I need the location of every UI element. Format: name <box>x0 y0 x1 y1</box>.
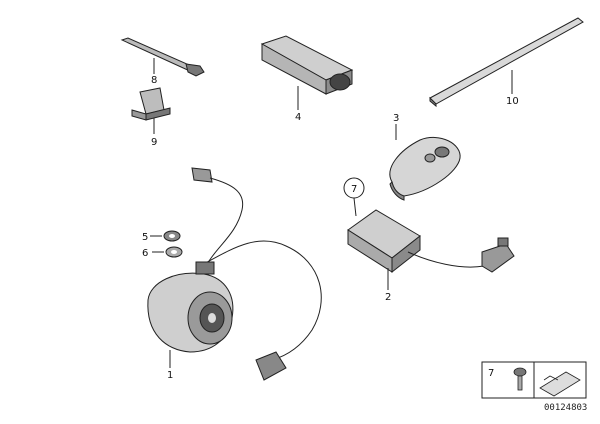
callout-5: 5 <box>142 232 148 243</box>
sleeve-part-4 <box>260 35 354 110</box>
callout-7-circled: 7 <box>351 184 357 195</box>
screw-icon <box>513 367 527 391</box>
legend-label-7: 7 <box>488 368 494 379</box>
strip-icon <box>539 371 581 397</box>
clip-part-9 <box>131 87 171 134</box>
callout-1: 1 <box>167 370 173 381</box>
callout-3: 3 <box>393 113 399 124</box>
strip-part-10 <box>429 17 584 108</box>
callout-8: 8 <box>151 75 157 86</box>
callout-2: 2 <box>385 292 391 303</box>
remote-fob-part-3 <box>389 124 461 201</box>
control-module-part-2 <box>347 209 515 290</box>
reference-number: 00124803 <box>544 403 587 413</box>
screw-callout-part-7 <box>343 177 365 217</box>
callout-10: 10 <box>506 96 519 107</box>
nut-part-5 <box>150 230 181 242</box>
callout-4: 4 <box>295 112 301 123</box>
callout-9: 9 <box>151 137 157 148</box>
cable-tie-part-8 <box>120 37 205 77</box>
washer-part-6 <box>152 246 183 258</box>
siren-part-1 <box>147 167 322 381</box>
legend-box <box>481 361 587 399</box>
callout-6: 6 <box>142 248 148 259</box>
